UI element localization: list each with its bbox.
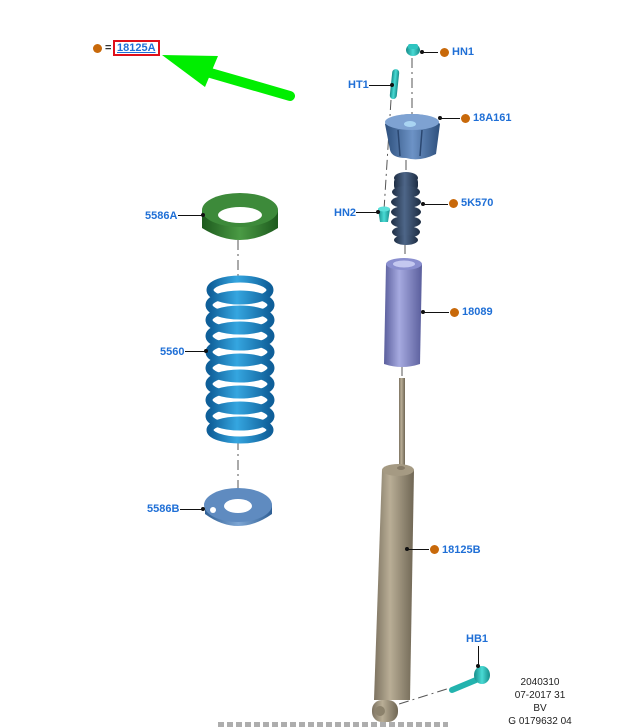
part-label-5560[interactable]: 5560 (160, 346, 185, 358)
part-label-5586b[interactable]: 5586B (147, 503, 180, 515)
callout-dot (461, 114, 470, 123)
leader-anchor (204, 349, 208, 353)
callout-dot (449, 199, 458, 208)
leader-line (356, 212, 377, 213)
leader-line (178, 215, 202, 216)
part-label-18a161[interactable]: 18A161 (473, 112, 512, 124)
leader-line (440, 118, 460, 119)
drawing-variant: BV (533, 703, 547, 714)
dust-boot-18089-art (384, 258, 422, 367)
callout-dot (430, 545, 439, 554)
clipped-copyright-text (218, 722, 448, 727)
leader-line (185, 351, 205, 352)
pointer-arrow (162, 55, 295, 101)
part-label-18125b[interactable]: 18125B (442, 544, 481, 556)
legend-equals: = (105, 42, 112, 54)
legend-part-link-18125a[interactable]: 18125A (113, 40, 160, 56)
leader-line (423, 204, 448, 205)
drawing-ref-number: 2040310 (520, 677, 560, 688)
leader-line (369, 85, 391, 86)
nut-hn2-art (378, 206, 390, 222)
leader-line (478, 646, 479, 665)
leader-anchor (201, 507, 205, 511)
drawing-date-code: 07-2017 31 (514, 690, 566, 701)
part-label-18089[interactable]: 18089 (462, 306, 493, 318)
spring-5560-art (205, 275, 275, 444)
leader-line (423, 312, 449, 313)
callout-dot (450, 308, 459, 317)
part-label-hn1[interactable]: HN1 (452, 46, 475, 58)
legend-callout-dot (93, 44, 102, 53)
bolt-hb1-art (449, 666, 490, 693)
leader-anchor (376, 210, 380, 214)
bump-stop-5k570-art (391, 172, 421, 245)
nut-hn1-art (406, 44, 420, 56)
part-label-ht1[interactable]: HT1 (348, 79, 369, 91)
mount-18a161-art (385, 114, 440, 160)
leader-line (180, 509, 202, 510)
leader-line (422, 52, 438, 53)
shock-absorber-18125b-art (372, 378, 414, 722)
part-label-5586a[interactable]: 5586A (145, 210, 178, 222)
lower-seat-5586b-art (204, 488, 272, 526)
drawing-graphic-id: G 0179632 04 (508, 716, 572, 727)
leader-anchor (390, 83, 394, 87)
stud-ht1-art (389, 69, 400, 99)
leader-anchor (476, 664, 480, 668)
part-label-5k570[interactable]: 5K570 (461, 197, 494, 209)
part-label-hn2[interactable]: HN2 (334, 207, 357, 219)
leader-line (407, 549, 429, 550)
callout-dot (440, 48, 449, 57)
leader-anchor (201, 213, 205, 217)
part-label-hb1[interactable]: HB1 (466, 633, 489, 645)
upper-seat-5586a-art (202, 193, 278, 240)
